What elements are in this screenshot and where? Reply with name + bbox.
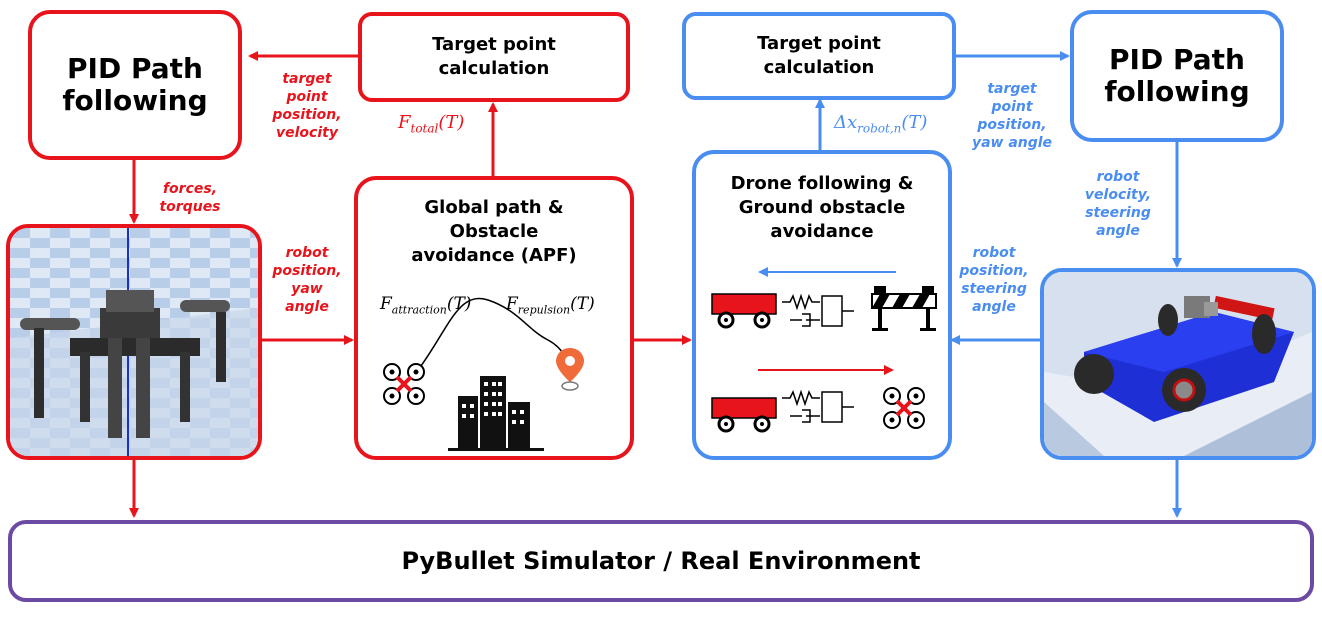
target-right-title: Target point calculation bbox=[757, 33, 881, 78]
label-target-point-yaw: target point position, yaw angle bbox=[971, 81, 1053, 151]
location-pin-icon bbox=[556, 348, 584, 391]
label-robot-velocity-steering: robot velocity, steering angle bbox=[1084, 169, 1152, 239]
following-illustration bbox=[711, 267, 937, 433]
global-path-obstacle-avoidance: Global path & Obstacle avoidance (APF) F… bbox=[354, 176, 634, 460]
label-forces-torques: forces, torques bbox=[159, 181, 221, 215]
cart-icon-top bbox=[711, 293, 777, 329]
drone-following-title: Drone following & Ground obstacle avoida… bbox=[730, 173, 914, 242]
apf-illustration bbox=[383, 297, 584, 451]
cart-icon-bottom bbox=[711, 397, 777, 433]
target-point-calculation-left: Target point calculation bbox=[358, 12, 630, 102]
pid-path-following-left: PID Path following bbox=[28, 10, 242, 160]
target-left-title: Target point calculation bbox=[432, 34, 556, 79]
robot-render bbox=[1044, 272, 1312, 456]
pybullet-simulator-box: PyBullet Simulator / Real Environment bbox=[8, 520, 1314, 602]
f-attraction-label: Fattraction(T) bbox=[380, 294, 472, 317]
barrier-icon bbox=[871, 286, 937, 331]
building-icon bbox=[448, 376, 544, 451]
spring-damper-icon-bottom bbox=[782, 389, 854, 423]
drone-render bbox=[10, 228, 258, 456]
drone-target-icon bbox=[883, 387, 925, 429]
pid-right-title: PID Path following bbox=[1104, 43, 1250, 108]
delta-x-label: Δxrobot,n(T) bbox=[834, 112, 928, 136]
drone-icon bbox=[383, 363, 425, 405]
drone-image-panel bbox=[6, 224, 262, 460]
global-title: Global path & Obstacle avoidance (APF) bbox=[411, 197, 577, 266]
label-target-point-velocity: target point position, velocity bbox=[272, 71, 342, 141]
f-repulsion-label: Frepulsion(T) bbox=[506, 294, 595, 317]
target-point-calculation-right: Target point calculation bbox=[682, 12, 956, 100]
pid-path-following-right: PID Path following bbox=[1070, 10, 1284, 142]
spring-damper-icon-top bbox=[782, 293, 854, 327]
robot-image-panel bbox=[1040, 268, 1316, 460]
label-robot-position-yaw: robot position, yaw angle bbox=[272, 245, 342, 315]
pid-left-title: PID Path following bbox=[62, 52, 208, 117]
simulator-title: PyBullet Simulator / Real Environment bbox=[401, 547, 921, 575]
label-robot-position-steering: robot position, steering angle bbox=[959, 245, 1029, 315]
f-total-label: Ftotal(T) bbox=[398, 112, 465, 136]
drone-following-ground-obstacle: Drone following & Ground obstacle avoida… bbox=[692, 150, 952, 460]
